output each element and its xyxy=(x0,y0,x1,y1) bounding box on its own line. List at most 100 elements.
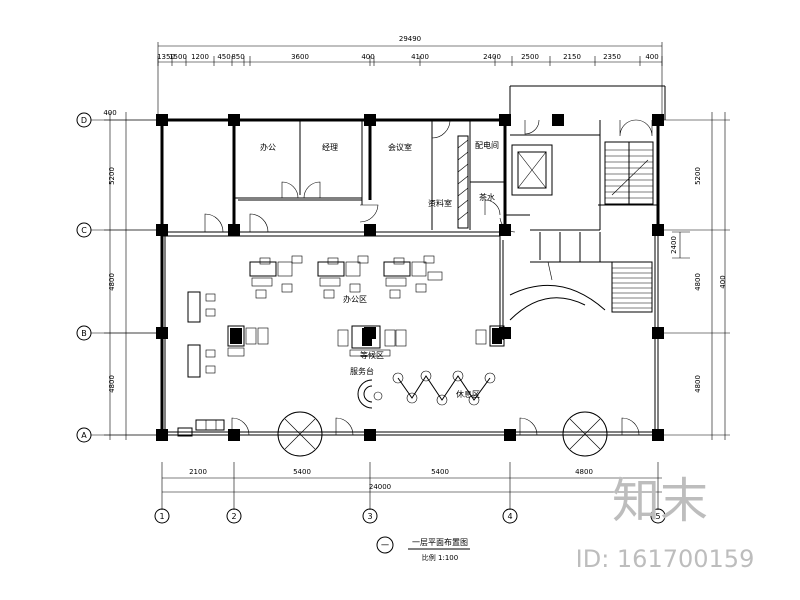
dim-top-seg: 2150 xyxy=(563,53,581,61)
workstation-chair xyxy=(393,257,405,265)
workstation-chair xyxy=(281,283,293,293)
dim-top-seg: 2350 xyxy=(603,53,621,61)
dim-bottom-1: 2100 xyxy=(189,468,207,476)
column xyxy=(652,114,664,126)
dim-left-1: 5200 xyxy=(108,167,116,185)
interior-walls xyxy=(232,120,658,340)
dim-right-2: 4800 xyxy=(694,273,702,291)
dim-right-1: 5200 xyxy=(694,167,702,185)
workstation-desk xyxy=(411,261,427,277)
column xyxy=(228,114,240,126)
axis-row-d: D xyxy=(76,112,158,128)
svg-text:3: 3 xyxy=(367,512,372,521)
exterior-walls xyxy=(160,85,666,436)
workstation-desk xyxy=(345,261,361,277)
column xyxy=(364,224,376,236)
column xyxy=(552,114,564,126)
drawing-scale: 比例 1:100 xyxy=(422,553,458,562)
workstation-chair xyxy=(259,257,271,265)
sofa-group-east xyxy=(475,325,505,347)
label-meeting: 会议室 xyxy=(388,142,412,152)
workstation-chair xyxy=(327,257,339,265)
column xyxy=(156,327,168,339)
drawing-title: 一层平面布置图 xyxy=(412,537,468,547)
label-archive: 资料室 xyxy=(428,198,452,208)
dim-left-3: 4800 xyxy=(108,375,116,393)
axis-row-c: C xyxy=(76,222,158,238)
workstation-desk xyxy=(249,261,277,277)
svg-text:4: 4 xyxy=(507,512,512,521)
workstation-chair xyxy=(357,255,369,264)
bottom-dimension-chain: 2100 5400 5400 4800 24000 xyxy=(161,462,662,510)
svg-text:A: A xyxy=(81,431,87,440)
svg-text:C: C xyxy=(81,226,87,235)
right-dimension-chain: 5200 4800 4800 2400 400 xyxy=(662,112,730,440)
label-office-hall: 办公区 xyxy=(343,294,367,304)
label-lounge: 休息区 xyxy=(456,389,480,399)
drawing-title-block: 一 一层平面布置图 比例 1:100 xyxy=(376,536,470,562)
dim-right-stair: 2400 xyxy=(670,236,678,254)
dim-right-3: 4800 xyxy=(694,375,702,393)
axis-col-1: 1 xyxy=(154,508,170,524)
label-pantry: 茶水 xyxy=(479,192,495,202)
dim-top-seg: 1350 xyxy=(157,53,175,61)
workstation-return xyxy=(385,277,407,287)
axis-col-2: 2 xyxy=(226,508,242,524)
label-electric: 配电间 xyxy=(475,140,499,150)
archive-shelving xyxy=(457,135,469,229)
dim-top-total: 29490 xyxy=(399,35,421,43)
workstation-chair xyxy=(423,255,435,264)
dim-top-seg: 4100 xyxy=(411,53,429,61)
dim-top-seg: 400 xyxy=(361,53,374,61)
column xyxy=(652,429,664,441)
service-counter xyxy=(177,419,225,437)
axis-col-5: 5 xyxy=(650,508,666,524)
column xyxy=(156,224,168,236)
workstation-return xyxy=(319,277,341,287)
dim-right-total: 400 xyxy=(719,275,727,288)
stair-north xyxy=(604,141,654,205)
dim-left-top: 400 xyxy=(103,109,116,117)
column xyxy=(156,429,168,441)
axis-col-4: 4 xyxy=(502,508,518,524)
left-dimension-chain: 400 5200 4800 4800 xyxy=(103,109,158,440)
workstation-desk xyxy=(317,261,345,277)
revolving-door-west xyxy=(277,411,323,457)
dim-top-seg: 3600 xyxy=(291,53,309,61)
watermark-id: ID: 161700159 xyxy=(576,545,755,573)
workstation-desk xyxy=(277,261,293,277)
dim-bottom-3: 5400 xyxy=(431,468,449,476)
column xyxy=(364,429,376,441)
title-number: 一 xyxy=(381,541,389,550)
svg-text:D: D xyxy=(81,116,87,125)
room-labels: 办公 经理 会议室 资料室 配电间 茶水 办公区 等候区 服务台 休息区 xyxy=(260,140,499,399)
column xyxy=(504,429,516,441)
doors xyxy=(204,119,653,436)
sofa-group-west xyxy=(227,325,269,357)
stair-main xyxy=(509,232,612,321)
column xyxy=(499,114,511,126)
column xyxy=(652,327,664,339)
svg-text:1: 1 xyxy=(159,512,164,521)
lounge-table-group xyxy=(392,370,496,406)
dim-top-seg: 1200 xyxy=(191,53,209,61)
stair-south xyxy=(611,261,653,313)
dim-top-seg: 1500 xyxy=(169,53,187,61)
workstation-return xyxy=(251,277,273,287)
label-office-a: 办公 xyxy=(260,142,276,152)
column xyxy=(228,224,240,236)
workstation-desk xyxy=(427,271,443,281)
workstation-chair xyxy=(291,255,303,264)
dim-bottom-4: 4800 xyxy=(575,468,593,476)
watermark: 知末 ID: 161700159 xyxy=(576,473,755,573)
workstation-chair xyxy=(349,283,361,293)
dim-bottom-total: 24000 xyxy=(369,483,391,491)
dim-left-2: 4800 xyxy=(108,273,116,291)
label-waiting: 等候区 xyxy=(360,350,384,360)
dim-top-seg: 850 xyxy=(231,53,244,61)
sofa-group-center xyxy=(337,325,407,357)
workstation-desk xyxy=(383,261,411,277)
